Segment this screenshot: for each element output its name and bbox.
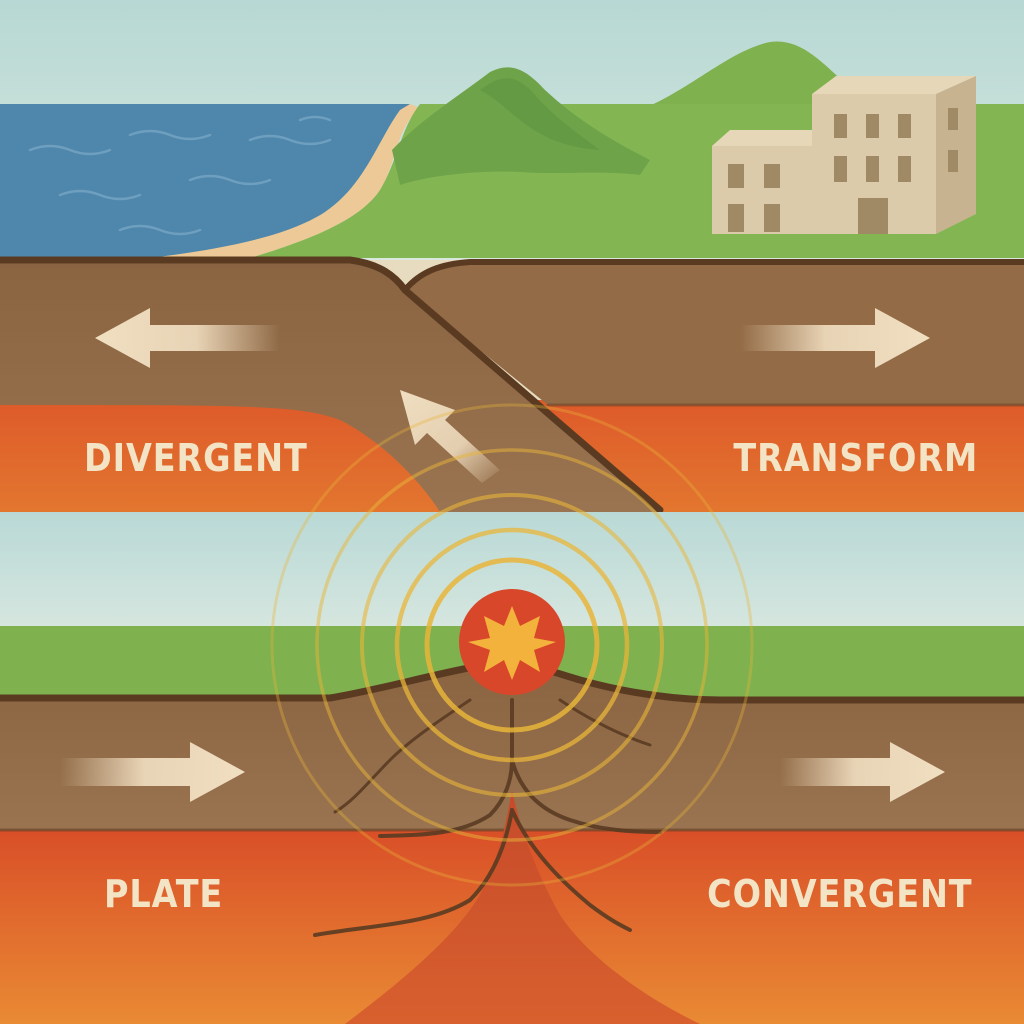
label-divergent: DIVERGENT [84,436,308,480]
label-convergent: CONVERGENT [707,872,972,916]
label-transform: TRANSFORM [733,436,978,480]
building-small [712,146,812,234]
label-plate: PLATE [104,872,223,916]
